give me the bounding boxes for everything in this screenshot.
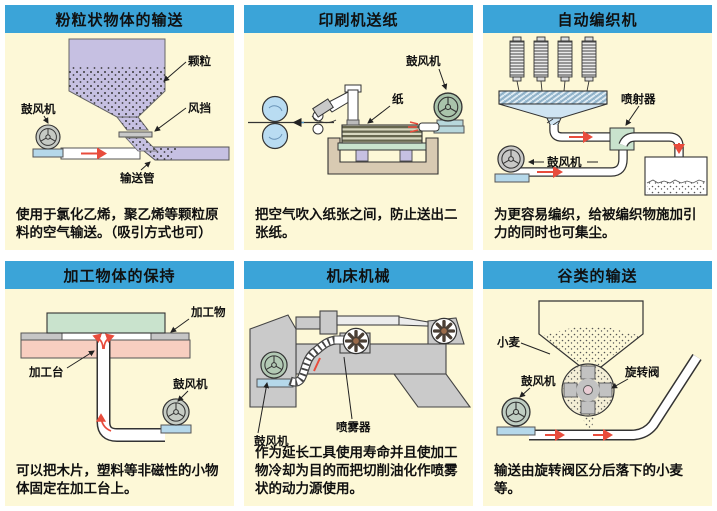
panel-grain-transport: 谷类的输送	[483, 261, 712, 506]
panel-title: 自动编织机	[483, 5, 712, 33]
hopper	[68, 38, 166, 131]
rotary-valve	[561, 363, 615, 430]
suction-arm	[311, 84, 362, 126]
label-ejector: 喷射器	[621, 92, 656, 106]
panel-illustration-machine-tool: 喷雾器 鼓风机 作为延长工具使用寿命并且使加工物冷却为目的而把切削油化作喷雾状的…	[244, 289, 473, 506]
blower-icon	[408, 92, 465, 134]
label-granules: 颗粒	[188, 54, 211, 68]
panel-workpiece-holding: 加工物体的保持	[5, 261, 234, 506]
knitted-fabric	[498, 90, 608, 128]
panel-caption: 为更容易编织，给被编织物施加引力的同时也可集尘。	[494, 206, 697, 241]
label-paper: 纸	[392, 92, 404, 106]
panel-caption: 把空气吹入纸张之间，防止送出二张纸。	[255, 206, 458, 241]
label-blower: 鼓风机	[21, 102, 56, 116]
label-table: 加工台	[28, 365, 64, 379]
labels: 小麦 鼓风机 旋转阀	[496, 335, 660, 398]
label-sprayer: 喷雾器	[336, 420, 371, 434]
conveying-pipe	[529, 354, 702, 441]
panel-illustration-grain: 小麦 鼓风机 旋转阀 输送由旋转阀区分后落下的小麦等。	[483, 289, 712, 506]
panel-title: 谷类的输送	[483, 261, 712, 289]
paper-tray	[327, 124, 439, 175]
label-wheat: 小麦	[496, 335, 520, 349]
panel-title: 加工物体的保持	[5, 261, 234, 289]
spindle-gear	[341, 326, 371, 356]
labels: 喷雾器 鼓风机	[254, 356, 371, 448]
labels: 加工物 加工台 鼓风机	[28, 305, 226, 402]
label-blower: 鼓风机	[254, 434, 289, 448]
panel-illustration-holding: 加工物 加工台 鼓风机 可以把木片，塑料等非磁性的小物体固定在加工台上。	[5, 289, 234, 506]
panel-caption: 使用于氯化乙烯，聚乙烯等颗粒原料的空气输送。（吸引方式也可）	[16, 206, 219, 241]
blower-icon	[160, 398, 192, 434]
air-damper	[118, 131, 153, 138]
panel-caption: 可以把木片，塑料等非磁性的小物体固定在加工台上。	[16, 462, 219, 497]
label-damper: 风挡	[188, 101, 211, 115]
blower-icon	[496, 397, 536, 436]
panel-title: 粉粒状物体的输送	[5, 5, 234, 33]
panel-title: 印刷机送纸	[244, 5, 473, 33]
panel-title: 机床机械	[244, 261, 473, 289]
paper-stack	[341, 124, 423, 144]
tailstock-gear	[429, 316, 459, 346]
panel-illustration-printer: 鼓风机 纸 把空气吹入纸张之间，防止送出二张纸。	[244, 33, 473, 250]
air-jet	[408, 121, 419, 133]
blower-icon	[494, 145, 530, 183]
label-pipe: 输送管	[120, 171, 155, 185]
label-workpiece: 加工物	[190, 305, 226, 319]
label-blower: 鼓风机	[406, 54, 441, 68]
panel-printer-paper-feed: 印刷机送纸	[244, 5, 473, 250]
panel-illustration-knitting: 喷射器 鼓风机 为更容易编织，给被编织物施加引力的同时也可集尘。	[483, 33, 712, 250]
suction-pipe	[92, 333, 165, 442]
panel-caption: 输送由旋转阀区分后落下的小麦等。	[494, 462, 683, 497]
falling-granules	[125, 137, 158, 152]
dust-collector-box	[644, 156, 708, 196]
panel-machine-tool: 机床机械	[244, 261, 473, 506]
blower-icon	[32, 124, 64, 158]
workpiece	[46, 312, 166, 334]
panel-caption: 作为延长工具使用寿命并且使加工物冷却为目的而把切削油化作喷雾状的动力源使用。	[255, 444, 458, 497]
panel-powder-transport: 粉粒状物体的输送	[5, 5, 234, 250]
yarn-bobbins	[509, 36, 597, 92]
label-blower: 鼓风机	[547, 155, 582, 169]
labels: 鼓风机 纸	[367, 54, 448, 124]
panel-illustration-powder: 颗粒 风挡 鼓风机 输送管 使用于氯化乙烯，聚乙烯等颗粒原料的空气输送。（吸引方…	[5, 33, 234, 250]
labels: 喷射器 鼓风机	[528, 92, 656, 169]
suction-piping	[513, 125, 685, 178]
label-blower: 鼓风机	[521, 374, 556, 388]
panel-auto-knitting-machine: 自动编织机	[483, 5, 712, 250]
flexible-hose	[288, 335, 348, 387]
label-blower: 鼓风机	[173, 377, 208, 391]
labels: 颗粒 风挡 鼓风机 输送管	[21, 54, 211, 185]
label-valve: 旋转阀	[624, 365, 660, 379]
